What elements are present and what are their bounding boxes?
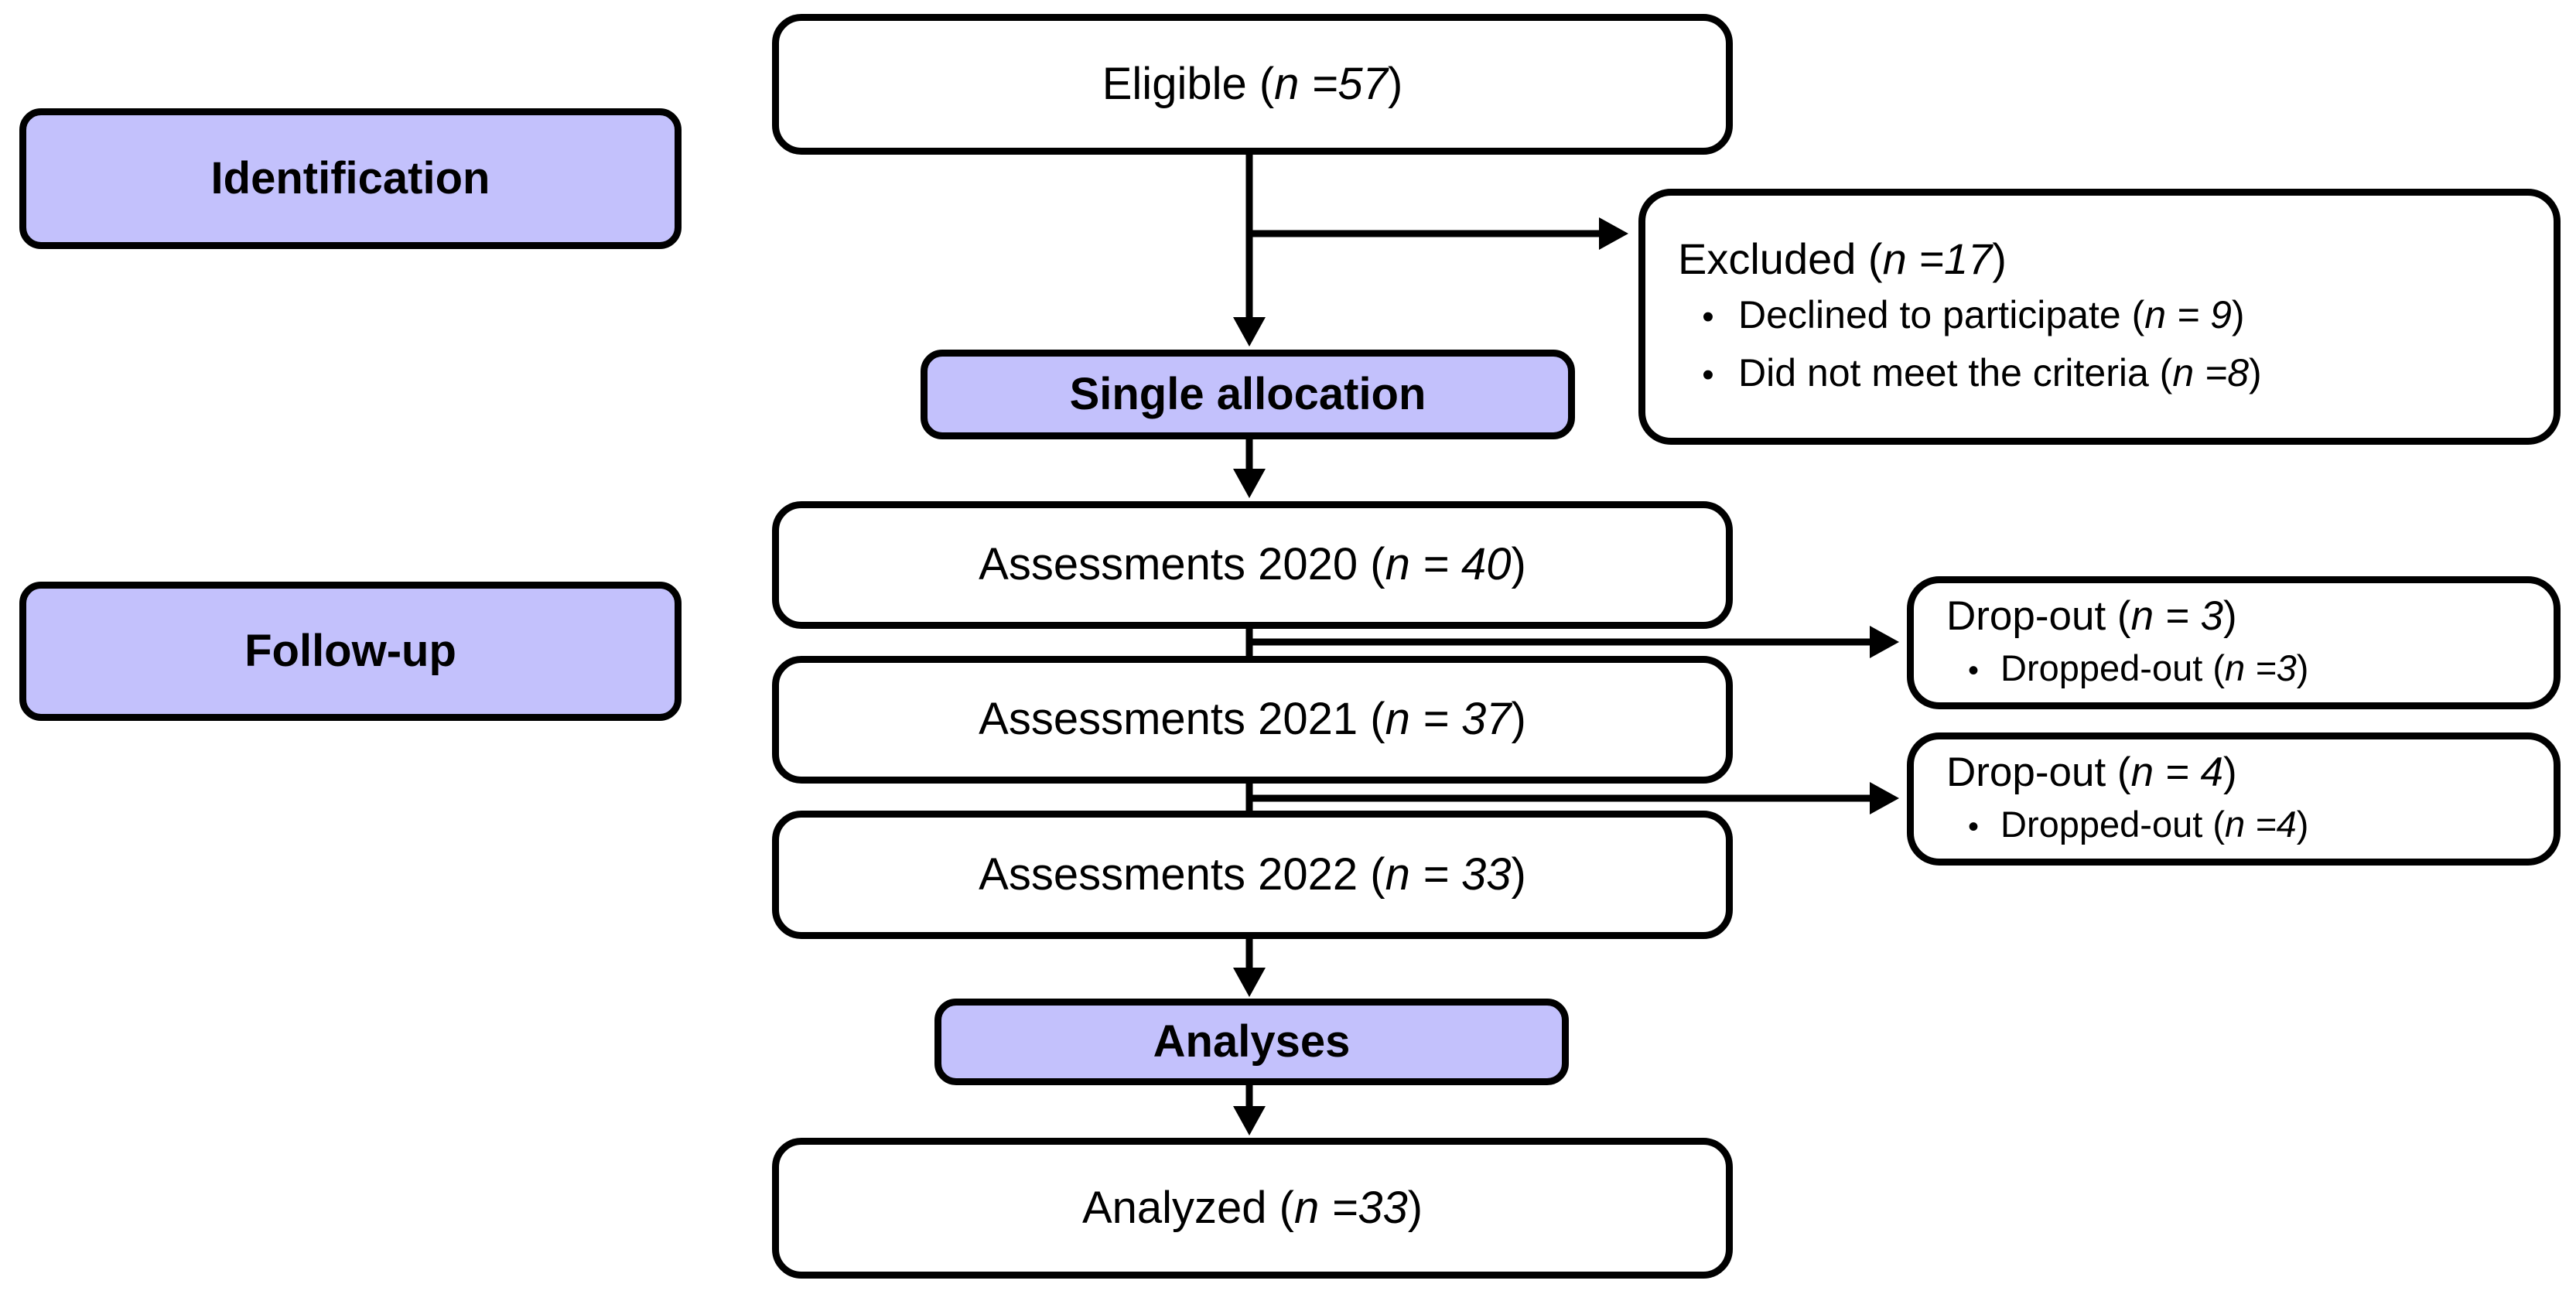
- dropout-2-bullet: • Dropped-out (n =4): [1914, 798, 2554, 851]
- assessments-2022-label: Assessments 2022 (n = 33): [979, 849, 1526, 901]
- eligible-label: Eligible (n =57): [1102, 59, 1403, 111]
- excluded-bullet-2-text: Did not meet the criteria (: [1738, 350, 2173, 394]
- assessments-2021-n: n = 37: [1385, 694, 1512, 745]
- stage-analyses: Analyses: [934, 999, 1569, 1085]
- excluded-bullet-2-n: n =8: [2172, 350, 2250, 394]
- excluded-bullet-2-label: Did not meet the criteria (n =8): [1738, 344, 2262, 402]
- dropout-2-bullet-text: Dropped-out (: [2000, 804, 2225, 845]
- arrowhead-down-4: [1233, 1106, 1266, 1135]
- excluded-close: ): [1992, 234, 2007, 283]
- dropout-1-bullet-close: ): [2296, 647, 2309, 689]
- excluded-box: Excluded (n =17) • Declined to participa…: [1638, 189, 2561, 445]
- bullet-icon: •: [1967, 654, 1979, 688]
- arrowhead-down-1: [1233, 317, 1266, 347]
- excluded-title: Excluded (n =17): [1645, 232, 2554, 286]
- dropout-1-bullet: • Dropped-out (n =3): [1914, 642, 2554, 695]
- dropout-1-bullet-label: Dropped-out (n =3): [2000, 642, 2308, 695]
- dropout-1-close: ): [2222, 592, 2237, 639]
- dropout-2-box: Drop-out (n = 4) • Dropped-out (n =4): [1907, 732, 2561, 866]
- excluded-bullet-2-close: ): [2249, 350, 2262, 394]
- assessments-2020-text: Assessments 2020 (: [979, 539, 1385, 590]
- dropout-1-box: Drop-out (n = 3) • Dropped-out (n =3): [1907, 576, 2561, 709]
- dropout-2-bullet-n: n =4: [2225, 804, 2297, 845]
- assessments-2020-close: ): [1511, 539, 1526, 590]
- dropout-2-title: Drop-out (n = 4): [1914, 747, 2554, 798]
- stage-follow-up-label: Follow-up: [244, 625, 456, 676]
- eligible-close: ): [1387, 58, 1403, 109]
- analyzed-box: Analyzed (n =33): [772, 1138, 1733, 1279]
- stage-identification: Identification: [19, 108, 682, 249]
- arrowhead-right-3: [1870, 782, 1899, 814]
- assessments-2021-label: Assessments 2021 (n = 37): [979, 694, 1526, 746]
- dropout-1-title: Drop-out (n = 3): [1914, 591, 2554, 642]
- excluded-bullet-1-text: Declined to participate (: [1738, 292, 2145, 336]
- eligible-n-value: n =57: [1274, 58, 1388, 109]
- dropout-2-bullet-close: ): [2296, 804, 2309, 845]
- dropout-2-close: ): [2222, 749, 2237, 795]
- excluded-bullet-2: • Did not meet the criteria (n =8): [1645, 344, 2554, 402]
- excluded-n-value: n =17: [1882, 234, 1993, 283]
- dropout-1-n: n = 3: [2130, 592, 2223, 639]
- bullet-icon: •: [1702, 355, 1714, 394]
- dropout-1-text: Drop-out (: [1946, 592, 2131, 639]
- arrowhead-right-2: [1870, 626, 1899, 658]
- assessments-2021-box: Assessments 2021 (n = 37): [772, 656, 1733, 784]
- analyzed-text: Analyzed (: [1081, 1182, 1294, 1233]
- arrowhead-down-3: [1233, 968, 1266, 997]
- dropout-2-text: Drop-out (: [1946, 749, 2131, 795]
- assessments-2021-text: Assessments 2021 (: [979, 694, 1385, 745]
- arrowhead-down-2: [1233, 469, 1266, 498]
- stage-identification-label: Identification: [210, 152, 490, 203]
- assessments-2021-close: ): [1511, 694, 1526, 745]
- eligible-box: Eligible (n =57): [772, 14, 1733, 155]
- excluded-text: Excluded (: [1678, 234, 1883, 283]
- analyzed-n: n =33: [1293, 1182, 1408, 1233]
- assessments-2020-label: Assessments 2020 (n = 40): [979, 539, 1526, 591]
- arrowhead-right-1: [1599, 217, 1628, 250]
- excluded-bullet-1-label: Declined to participate (n = 9): [1738, 286, 2245, 344]
- analyzed-label: Analyzed (n =33): [1082, 1183, 1423, 1234]
- stage-single-allocation: Single allocation: [921, 350, 1575, 439]
- dropout-1-bullet-text: Dropped-out (: [2000, 647, 2225, 689]
- dropout-2-n: n = 4: [2130, 749, 2223, 795]
- assessments-2022-close: ): [1511, 849, 1526, 900]
- stage-single-allocation-label: Single allocation: [1069, 368, 1426, 419]
- dropout-1-bullet-n: n =3: [2225, 647, 2297, 689]
- assessments-2022-n: n = 33: [1385, 849, 1512, 900]
- excluded-bullet-1: • Declined to participate (n = 9): [1645, 286, 2554, 344]
- assessments-2022-text: Assessments 2022 (: [979, 849, 1385, 900]
- analyzed-close: ): [1407, 1182, 1423, 1233]
- assessments-2020-n: n = 40: [1385, 539, 1512, 590]
- stage-analyses-label: Analyses: [1153, 1016, 1351, 1067]
- stage-follow-up: Follow-up: [19, 582, 682, 721]
- excluded-bullet-1-close: ): [2231, 292, 2245, 336]
- bullet-icon: •: [1967, 810, 1979, 845]
- dropout-2-bullet-label: Dropped-out (n =4): [2000, 798, 2308, 851]
- assessments-2022-box: Assessments 2022 (n = 33): [772, 811, 1733, 939]
- assessments-2020-box: Assessments 2020 (n = 40): [772, 501, 1733, 629]
- bullet-icon: •: [1702, 297, 1714, 336]
- eligible-text: Eligible (: [1102, 58, 1275, 109]
- excluded-bullet-1-n: n = 9: [2144, 292, 2232, 336]
